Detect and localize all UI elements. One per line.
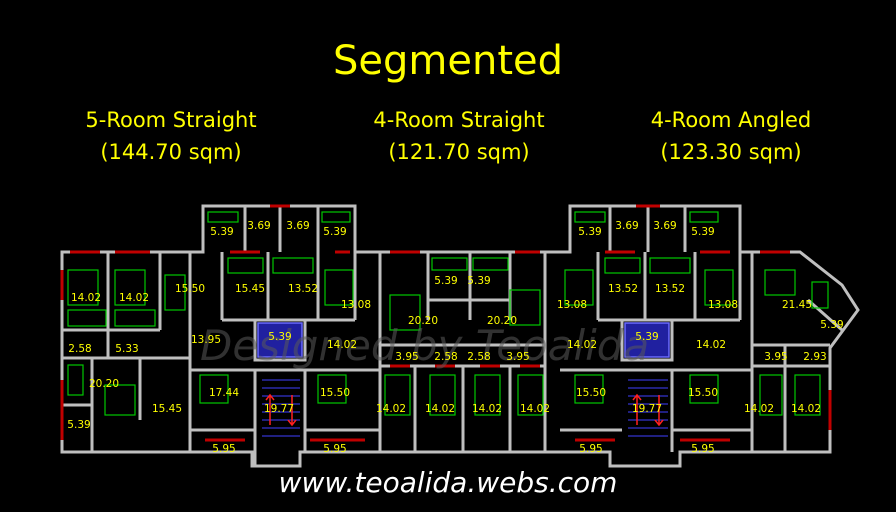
room-area: 5.39 bbox=[434, 275, 457, 287]
windows bbox=[60, 204, 832, 442]
website-url: www.teoalida.webs.com bbox=[278, 466, 618, 499]
stair-arrows bbox=[265, 393, 664, 427]
elevator-core-left bbox=[257, 322, 303, 358]
room-area: 5.39 bbox=[323, 226, 346, 238]
room-area: 13.52 bbox=[288, 283, 318, 295]
unit-heading-4-room-angled: 4-Room Angled (123.30 sqm) bbox=[601, 104, 861, 168]
room-labels: 5.39 3.69 3.69 5.39 5.39 3.69 3.69 5.39 … bbox=[67, 220, 843, 455]
room-area: 5.39 bbox=[210, 226, 233, 238]
room-area: 13.52 bbox=[655, 283, 685, 295]
room-area: 14.02 bbox=[425, 403, 455, 415]
room-area: 14.02 bbox=[567, 339, 597, 351]
unit-heading-5-room-straight: 5-Room Straight (144.70 sqm) bbox=[41, 104, 301, 168]
room-area: 15.50 bbox=[688, 387, 718, 399]
room-area: 15.50 bbox=[320, 387, 350, 399]
room-area: 3.69 bbox=[653, 220, 676, 232]
room-area: 5.39 bbox=[67, 419, 90, 431]
unit-area: (144.70 sqm) bbox=[100, 140, 242, 164]
room-area: 14.02 bbox=[744, 403, 774, 415]
room-area: 14.02 bbox=[696, 339, 726, 351]
room-area: 14.02 bbox=[119, 292, 149, 304]
room-area: 3.69 bbox=[286, 220, 309, 232]
room-area: 13.08 bbox=[557, 299, 587, 311]
room-area: 5.39 bbox=[268, 331, 291, 343]
room-area: 14.02 bbox=[791, 403, 821, 415]
room-area: 13.52 bbox=[608, 283, 638, 295]
room-area: 5.95 bbox=[212, 443, 235, 455]
room-area: 5.33 bbox=[115, 343, 138, 355]
furniture bbox=[67, 211, 829, 416]
room-area: 2.93 bbox=[803, 351, 826, 363]
page-title: Segmented bbox=[333, 38, 563, 84]
room-area: 5.39 bbox=[467, 275, 490, 287]
elevator-core-right bbox=[624, 322, 670, 358]
room-area: 5.95 bbox=[691, 443, 714, 455]
room-area: 20.20 bbox=[487, 315, 517, 327]
room-area: 13.08 bbox=[708, 299, 738, 311]
room-area: 3.95 bbox=[764, 351, 787, 363]
room-area: 14.02 bbox=[327, 339, 357, 351]
room-area: 14.02 bbox=[71, 292, 101, 304]
room-area: 5.95 bbox=[579, 443, 602, 455]
unit-name: 4-Room Angled bbox=[650, 108, 812, 132]
room-area: 14.02 bbox=[520, 403, 550, 415]
room-area: 5.95 bbox=[323, 443, 346, 455]
room-area: 3.69 bbox=[615, 220, 638, 232]
unit-name: 5-Room Straight bbox=[85, 108, 257, 132]
room-area: 14.02 bbox=[472, 403, 502, 415]
unit-area: (121.70 sqm) bbox=[388, 140, 530, 164]
room-area: 15.45 bbox=[152, 403, 182, 415]
watermark: Designed by Teoalida bbox=[200, 321, 649, 370]
room-area: 5.39 bbox=[635, 331, 658, 343]
room-area: 3.69 bbox=[247, 220, 270, 232]
room-area: 15.50 bbox=[576, 387, 606, 399]
room-area: 3.95 bbox=[395, 351, 418, 363]
room-area: 13.95 bbox=[191, 334, 221, 346]
room-area: 14.02 bbox=[376, 403, 406, 415]
room-area: 5.39 bbox=[578, 226, 601, 238]
room-area: 20.20 bbox=[408, 315, 438, 327]
room-area: 15.45 bbox=[235, 283, 265, 295]
room-area: 15.50 bbox=[175, 283, 205, 295]
room-area: 13.08 bbox=[341, 299, 371, 311]
room-area: 17.44 bbox=[209, 387, 239, 399]
room-area: 19.77 bbox=[264, 403, 294, 415]
room-area: 2.58 bbox=[68, 343, 91, 355]
room-area: 2.58 bbox=[467, 351, 490, 363]
room-area: 5.39 bbox=[691, 226, 714, 238]
room-area: 2.58 bbox=[434, 351, 457, 363]
room-area: 21.45 bbox=[782, 299, 812, 311]
stairs bbox=[262, 379, 668, 437]
room-area: 19.77 bbox=[632, 403, 662, 415]
unit-area: (123.30 sqm) bbox=[660, 140, 802, 164]
room-area: 5.39 bbox=[820, 319, 843, 331]
room-area: 20.20 bbox=[89, 378, 119, 390]
room-area: 3.95 bbox=[506, 351, 529, 363]
unit-name: 4-Room Straight bbox=[373, 108, 545, 132]
unit-heading-4-room-straight: 4-Room Straight (121.70 sqm) bbox=[329, 104, 589, 168]
